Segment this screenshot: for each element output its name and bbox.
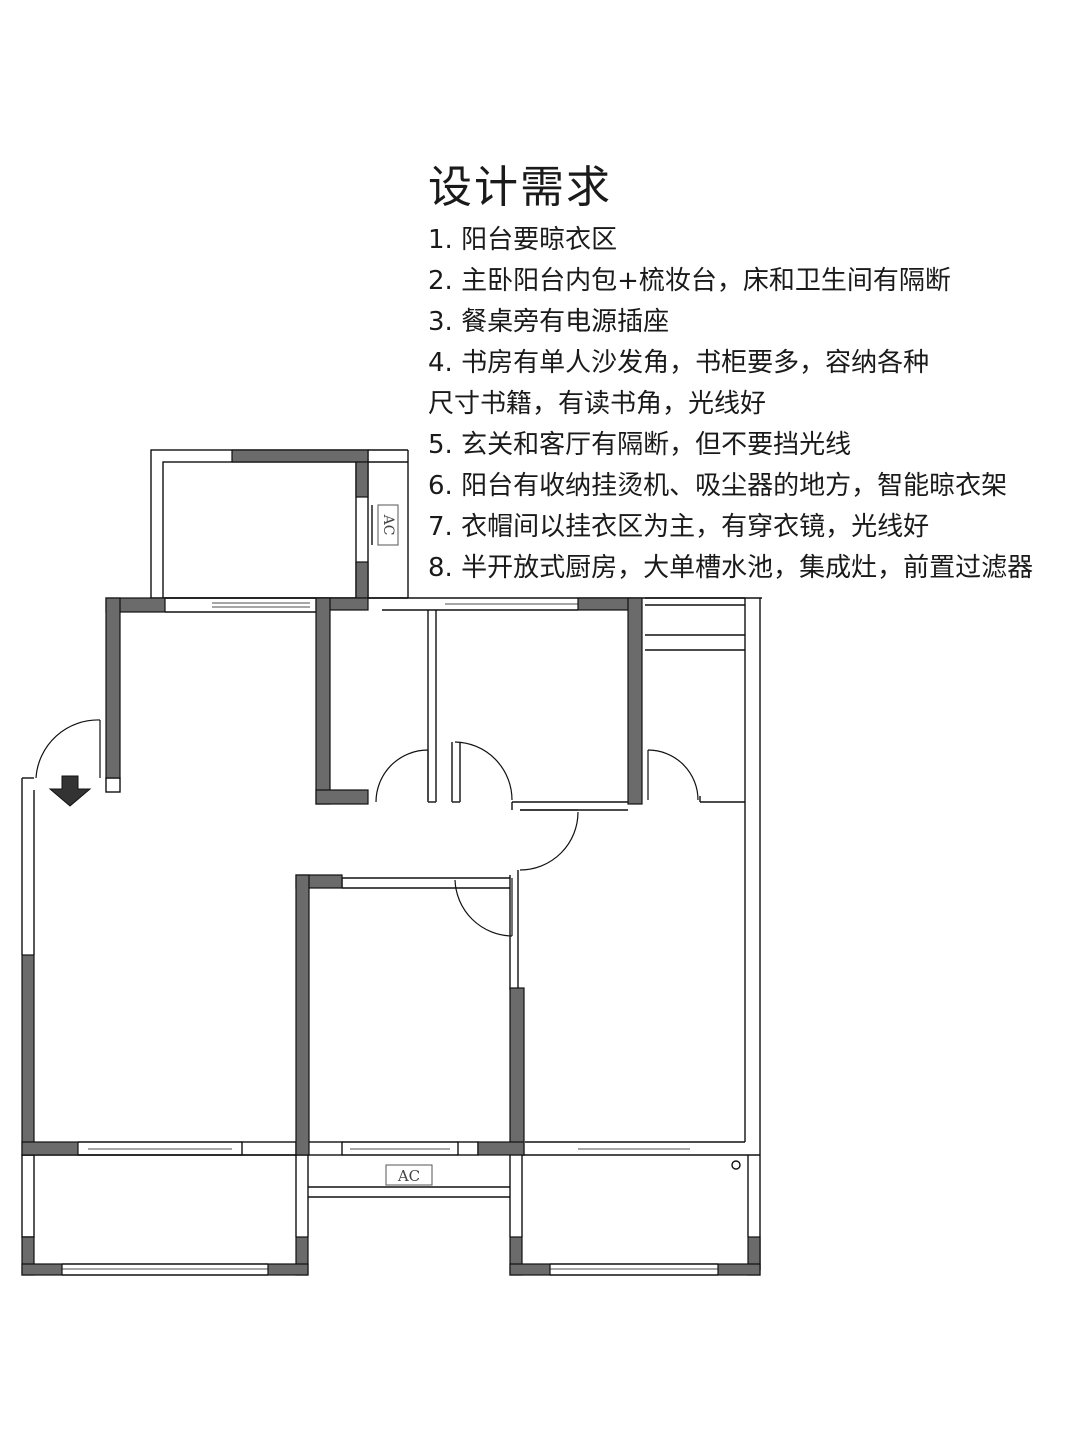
requirements-panel: 设计需求 1. 阳台要晾衣区 2. 主卧阳台内包+梳妆台，床和卫生间有隔断 3.… [428, 158, 1080, 589]
requirement-item: 2. 主卧阳台内包+梳妆台，床和卫生间有隔断 [428, 266, 951, 296]
ac-units: AC AC [377, 504, 433, 1186]
requirement-item: 3. 餐桌旁有电源插座 [428, 307, 670, 337]
walls [21, 449, 761, 1276]
ac-box-north [377, 504, 399, 546]
ac-label-north: AC [380, 514, 396, 536]
requirement-item: 尺寸书籍，有读书角，光线好 [428, 389, 767, 419]
requirements-title: 设计需求 [428, 162, 612, 213]
requirement-item: 1. 阳台要晾衣区 [428, 225, 618, 255]
requirement-item: 7. 衣帽间以挂衣区为主，有穿衣镜，光线好 [428, 512, 930, 542]
requirement-item: 6. 阳台有收纳挂烫机、吸尘器的地方，智能晾衣架 [428, 471, 1008, 501]
doors [35, 719, 699, 937]
outline-lines [21, 449, 762, 1276]
requirement-item: 8. 半开放式厨房，大单槽水池，集成灶，前置过滤器 [428, 553, 1034, 583]
requirement-item: 5. 玄关和客厅有隔断，但不要挡光线 [428, 430, 852, 460]
ac-label-south: AC [397, 1167, 420, 1185]
ac-box-south [385, 1164, 433, 1186]
requirement-item: 4. 书房有单人沙发角，书柜要多，容纳各种 [428, 348, 930, 378]
down-arrow-icon [48, 775, 92, 807]
